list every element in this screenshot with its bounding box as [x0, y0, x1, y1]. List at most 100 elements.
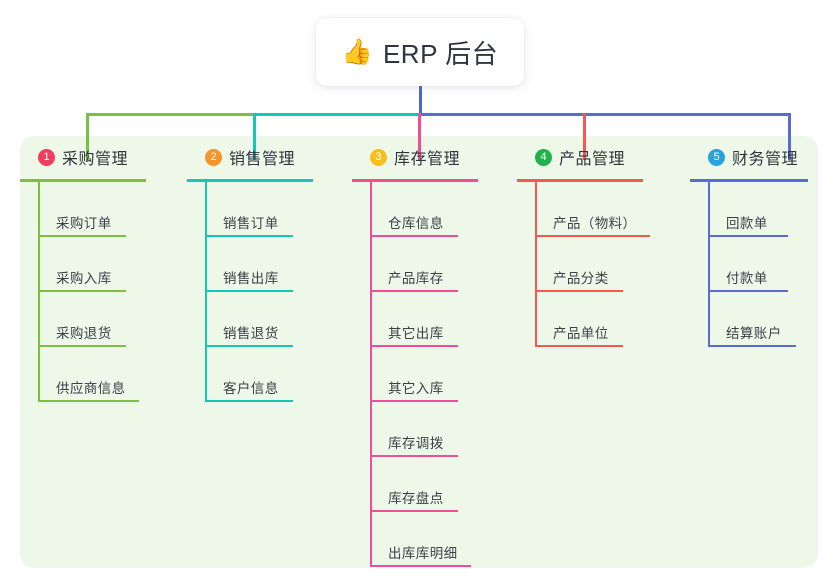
leaf-item[interactable]: 仓库信息 — [352, 182, 478, 237]
leaf-item-underline — [370, 455, 458, 457]
leaf-item-underline — [205, 235, 293, 237]
leaf-item-label: 其它出库 — [388, 326, 444, 341]
leaf-item-label: 供应商信息 — [56, 381, 126, 396]
leaf-item-underline — [38, 290, 126, 292]
column-header-3[interactable]: 3 库存管理 — [352, 145, 478, 169]
column-number-badge: 3 — [370, 148, 387, 166]
leaf-item[interactable]: 销售出库 — [187, 237, 313, 292]
leaf-item-underline — [535, 290, 623, 292]
leaf-item-label: 销售订单 — [223, 216, 279, 231]
leaf-item[interactable]: 供应商信息 — [20, 347, 146, 402]
leaf-item-label: 付款单 — [726, 271, 768, 286]
leaf-item-label: 产品单位 — [553, 326, 609, 341]
column-item-list: 产品（物料） 产品分类产品单位 — [517, 182, 650, 347]
leaf-item-underline — [708, 290, 788, 292]
leaf-item-label: 回款单 — [726, 216, 768, 231]
leaf-item[interactable]: 客户信息 — [187, 347, 313, 402]
column-5: 5 财务管理回款单付款单结算账户 — [690, 145, 808, 347]
column-number-badge: 1 — [38, 148, 55, 166]
leaf-item-label: 客户信息 — [223, 381, 279, 396]
leaf-item[interactable]: 产品单位 — [517, 292, 643, 347]
root-node-erp-backend[interactable]: 👍 ERP 后台 — [316, 18, 524, 86]
leaf-item-underline — [370, 345, 458, 347]
leaf-item-label: 采购订单 — [56, 216, 112, 231]
leaf-item-label: 结算账户 — [726, 326, 782, 341]
leaf-item-label: 其它入库 — [388, 381, 444, 396]
leaf-item[interactable]: 结算账户 — [690, 292, 808, 347]
leaf-item-label: 库存调拨 — [388, 436, 444, 451]
leaf-item-underline — [535, 345, 623, 347]
leaf-item[interactable]: 库存盘点 — [352, 457, 478, 512]
leaf-item[interactable]: 产品分类 — [517, 237, 643, 292]
leaf-item-label: 出库库明细 — [388, 546, 458, 561]
leaf-item-underline — [370, 235, 458, 237]
connector-drop-column-4 — [583, 113, 586, 160]
connector-bus-green — [86, 113, 256, 116]
column-spine — [38, 182, 40, 402]
column-spine — [370, 182, 372, 567]
column-title: 产品管理 — [559, 151, 626, 168]
leaf-item-underline — [708, 235, 788, 237]
column-number-badge: 5 — [708, 148, 725, 166]
connector-drop-column-5 — [788, 113, 791, 160]
column-spine — [535, 182, 537, 347]
column-spine — [205, 182, 207, 402]
leaf-item-underline — [38, 400, 139, 402]
leaf-item-label: 仓库信息 — [388, 216, 444, 231]
connector-root-stem — [419, 86, 422, 116]
column-header-underline — [20, 179, 146, 182]
column-header-1[interactable]: 1 采购管理 — [20, 145, 146, 169]
leaf-item[interactable]: 产品（物料） — [517, 182, 650, 237]
leaf-item-underline — [38, 345, 126, 347]
leaf-item[interactable]: 销售订单 — [187, 182, 313, 237]
leaf-item-underline — [205, 400, 293, 402]
column-1: 1 采购管理采购订单采购入库采购退货供应商信息 — [20, 145, 146, 402]
leaf-item[interactable]: 其它入库 — [352, 347, 478, 402]
leaf-item[interactable]: 产品库存 — [352, 237, 478, 292]
root-node-title: ERP 后台 — [382, 38, 499, 69]
connector-bus-blue — [418, 113, 790, 116]
leaf-item-underline — [708, 345, 796, 347]
column-header-5[interactable]: 5 财务管理 — [690, 145, 808, 169]
column-title: 销售管理 — [229, 151, 296, 168]
column-header-4[interactable]: 4 产品管理 — [517, 145, 643, 169]
column-item-list: 采购订单采购入库采购退货供应商信息 — [20, 182, 146, 402]
leaf-item-label: 销售退货 — [223, 326, 279, 341]
leaf-item-label: 产品（物料） — [553, 216, 637, 231]
leaf-item-label: 采购入库 — [56, 271, 112, 286]
leaf-item[interactable]: 销售退货 — [187, 292, 313, 347]
connector-drop-column-2 — [253, 113, 256, 160]
column-header-2[interactable]: 2 销售管理 — [187, 145, 313, 169]
leaf-item[interactable]: 采购订单 — [20, 182, 146, 237]
leaf-item-underline — [370, 565, 471, 567]
column-title: 采购管理 — [62, 151, 129, 168]
column-title: 库存管理 — [394, 151, 461, 168]
column-title: 财务管理 — [732, 151, 799, 168]
column-3: 3 库存管理仓库信息产品库存其它出库其它入库库存调拨库存盘点出库库明细 — [352, 145, 478, 567]
leaf-item-underline — [205, 345, 293, 347]
connector-bus-teal — [253, 113, 421, 116]
column-header-underline — [517, 179, 643, 182]
leaf-item-underline — [370, 290, 458, 292]
leaf-item-label: 采购退货 — [56, 326, 112, 341]
leaf-item[interactable]: 采购入库 — [20, 237, 146, 292]
leaf-item[interactable]: 采购退货 — [20, 292, 146, 347]
leaf-item-label: 库存盘点 — [388, 491, 444, 506]
connector-drop-column-1 — [86, 113, 89, 160]
leaf-item-underline — [205, 290, 293, 292]
leaf-item-underline — [38, 235, 126, 237]
column-number-badge: 4 — [535, 148, 552, 166]
leaf-item-underline — [370, 510, 458, 512]
leaf-item[interactable]: 回款单 — [690, 182, 808, 237]
leaf-item[interactable]: 其它出库 — [352, 292, 478, 347]
leaf-item-underline — [370, 400, 458, 402]
column-item-list: 回款单付款单结算账户 — [690, 182, 808, 347]
leaf-item[interactable]: 库存调拨 — [352, 402, 478, 457]
column-header-underline — [352, 179, 478, 182]
leaf-item[interactable]: 出库库明细 — [352, 512, 478, 567]
column-number-badge: 2 — [205, 148, 222, 166]
leaf-item-underline — [535, 235, 650, 237]
leaf-item[interactable]: 付款单 — [690, 237, 808, 292]
connector-drop-column-3 — [418, 113, 421, 160]
leaf-item-label: 销售出库 — [223, 271, 279, 286]
